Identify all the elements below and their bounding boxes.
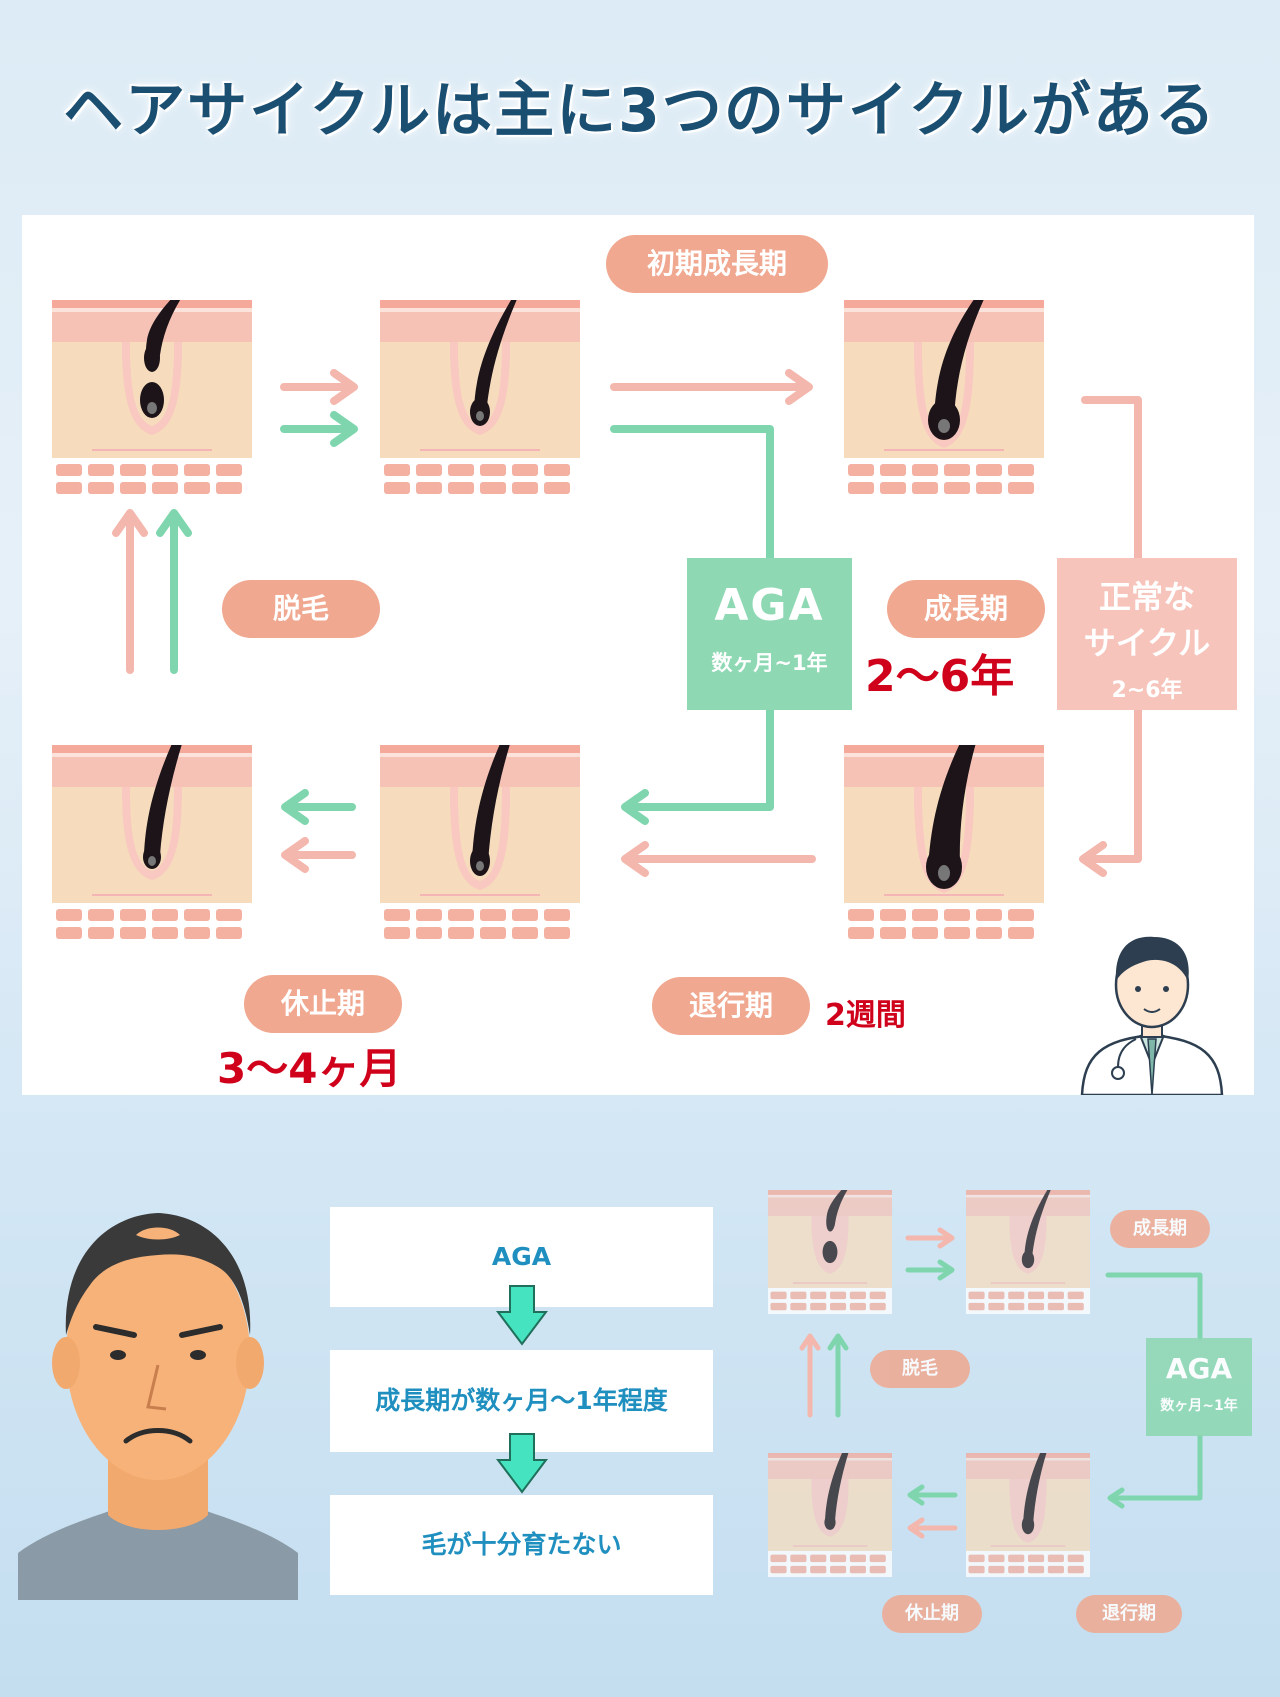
label-growth: 成長期: [887, 580, 1045, 638]
normal-box-duration: 2~6年: [1111, 678, 1183, 703]
flow-arrow-down-2: [496, 1433, 548, 1494]
label-shedding: 脱毛: [222, 580, 380, 638]
mini-label-regression: 退行期: [1076, 1595, 1182, 1633]
arrow-left-pink-3: [621, 841, 816, 877]
aga-box: AGA 数ヶ月~1年: [687, 558, 852, 710]
normal-connector-bottom: [1079, 706, 1142, 877]
arrow-right-green-1: [280, 411, 358, 447]
page-title: ヘアサイクルは主に3つのサイクルがある: [63, 76, 1217, 146]
mini-follicle-regression: [966, 1453, 1090, 1577]
mini-label-growth: 成長期: [1110, 1210, 1210, 1248]
mini-follicle-initial: [966, 1190, 1090, 1314]
mini-hair-cycle-diagram: 成長期 脱毛 AGA 数ヶ月~1年 休止期 退行期: [760, 1140, 1260, 1660]
normal-box-title-1: 正常な: [1098, 578, 1195, 616]
mini-aga-title: AGA: [1165, 1352, 1233, 1385]
mini-follicle-shedding: [768, 1190, 892, 1314]
growth-duration: 2〜6年: [865, 651, 1015, 702]
arrow-left-pink-4: [281, 837, 356, 873]
aga-box-duration: 数ヶ月~1年: [711, 651, 828, 675]
arrow-right-pink-1: [280, 369, 358, 405]
resting-duration: 3〜4ヶ月: [217, 1044, 402, 1093]
label-resting: 休止期: [244, 975, 402, 1033]
normal-box-title-2: サイクル: [1083, 624, 1211, 662]
regression-duration: 2週間: [825, 998, 906, 1033]
aga-box-title: AGA: [714, 580, 825, 631]
aga-connector-bottom: [621, 706, 774, 825]
mini-aga-box: AGA 数ヶ月~1年: [1146, 1338, 1252, 1436]
hair-follicle-growth: [844, 300, 1044, 500]
flow-arrow-down-1: [496, 1285, 548, 1346]
mini-label-resting: 休止期: [882, 1595, 982, 1633]
normal-cycle-box: 正常な サイクル 2~6年: [1057, 558, 1237, 710]
mini-label-shedding: 脱毛: [870, 1350, 970, 1388]
hair-follicle-resting: [52, 745, 252, 945]
hair-follicle-growth-full: [844, 745, 1044, 945]
normal-connector-top: [1081, 396, 1142, 562]
flow-step-hair-not-grow: 毛が十分育たない: [330, 1495, 713, 1595]
arrow-up-pink: [112, 509, 148, 674]
arrow-left-green-4: [281, 789, 356, 825]
hair-cycle-diagram: 初期成長期 脱毛 成長期 休止期 退行期 AGA 数ヶ月~1年 正常な サイクル…: [22, 215, 1254, 1095]
doctor-illustration: [1080, 936, 1224, 1095]
label-initial-growth: 初期成長期: [606, 235, 828, 293]
worried-man-illustration: [18, 1213, 298, 1600]
arrow-right-pink-2: [610, 369, 813, 405]
cycle-arrows: [112, 369, 1142, 877]
aga-connector-top: [610, 425, 774, 562]
label-regression: 退行期: [652, 977, 810, 1035]
hair-follicle-initial-growth: [380, 300, 580, 500]
mini-aga-duration: 数ヶ月~1年: [1160, 1398, 1238, 1414]
hair-follicle-regression: [380, 745, 580, 945]
arrow-up-green: [156, 509, 192, 674]
mini-arrows: [799, 1227, 1203, 1539]
hair-follicle-shedding: [52, 300, 252, 500]
mini-follicle-resting: [768, 1453, 892, 1577]
